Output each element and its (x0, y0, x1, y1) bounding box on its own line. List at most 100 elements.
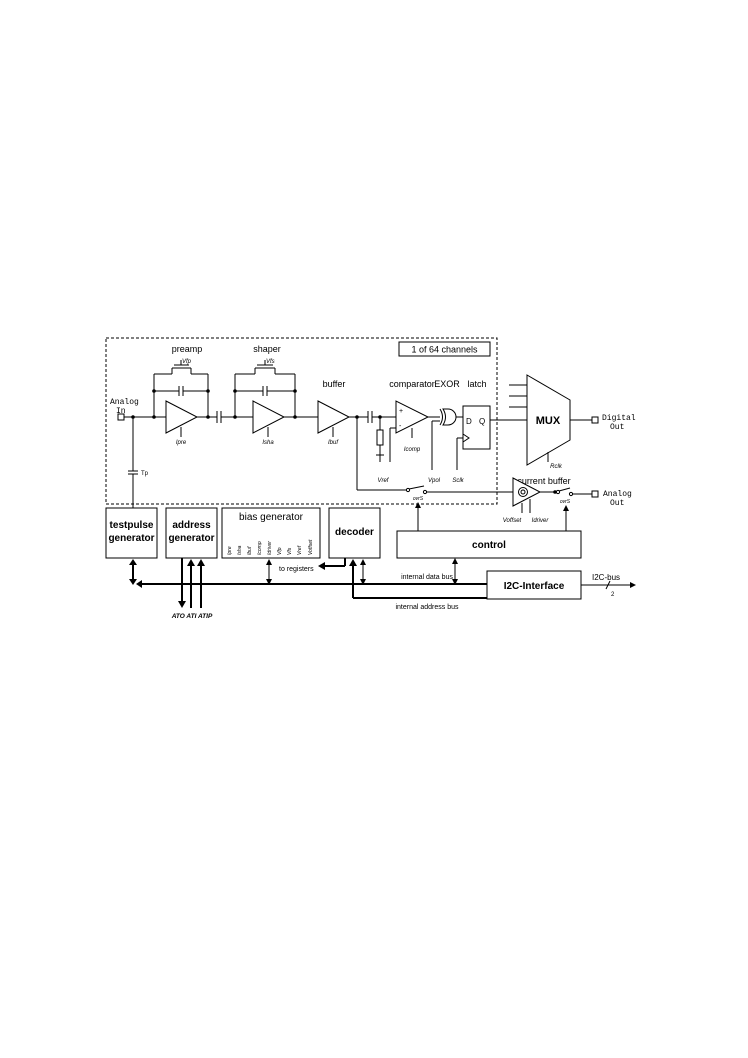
ibuf-label: Ibuf (328, 440, 339, 446)
switch-1-ctrl-arrow (415, 502, 421, 508)
testpulse-label-2: generator (108, 533, 154, 544)
mux-label: MUX (536, 415, 561, 427)
analog-in-label-2: In (116, 407, 126, 416)
analog-in-label-1: Analog (110, 398, 139, 407)
i2c-bus-label: I2C-bus (592, 573, 620, 582)
data-bus-arrow-left (136, 580, 142, 588)
testpulse-bus-arrow-up (129, 559, 137, 565)
vpol-label: Vpol (428, 478, 441, 484)
rclk-label: Rclk (550, 464, 563, 470)
latch-q-pin: Q (479, 417, 485, 426)
control-label: control (472, 540, 506, 551)
comparator-plus: + (399, 408, 403, 415)
i2c-bus-width-slash (605, 580, 611, 590)
analog-out-label-2: Out (610, 499, 624, 508)
testpulse-generator-block (105, 507, 158, 559)
current-buffer-label: current buffer (517, 476, 570, 486)
shaper-label: shaper (253, 344, 281, 354)
channel-boundary (105, 337, 498, 505)
vfs-label: Vfs (266, 359, 275, 365)
tp-label: Tp (141, 471, 149, 477)
analog-out-label-1: Analog (603, 490, 632, 499)
comparator-symbol (395, 400, 430, 434)
vref-resistor (376, 429, 384, 446)
latch-label: latch (467, 379, 486, 389)
digital-out-label-2: Out (610, 423, 624, 432)
buffer-label: buffer (323, 379, 346, 389)
control-data-arrow-down (452, 579, 458, 585)
ipre-label: Ipre (176, 440, 187, 446)
i2c-bus-width: 2 (611, 592, 615, 598)
idriver-label: Idriver (532, 518, 550, 524)
shaper-fb-junction-1 (233, 389, 237, 393)
switch-2-blade (558, 487, 571, 492)
latch-d-pin: D (466, 417, 472, 426)
exor-label: EXOR (434, 379, 460, 389)
decoder-data-arrow-up (360, 559, 366, 565)
i2c-interface-label: I2C-Interface (504, 581, 565, 592)
atip-arrow (197, 559, 205, 566)
decoder-data-arrow-down (360, 579, 366, 585)
to-registers-arrow-up (266, 559, 272, 565)
decoder-block (328, 507, 381, 559)
preamp-fb-junction-2 (206, 389, 210, 393)
control-block (396, 530, 582, 559)
address-label-1: address (172, 520, 211, 531)
shaper-fb-junction-2 (293, 389, 297, 393)
digital-out-terminal (591, 416, 599, 424)
ato-arrow (178, 601, 186, 608)
comparator-minus: - (399, 423, 402, 430)
preamp-fb-junction-1 (152, 389, 156, 393)
current-buffer-source-inner (520, 489, 526, 495)
address-generator-block (165, 507, 218, 559)
bias-out-icomp: Icomp (257, 541, 263, 555)
preamp-symbol (165, 400, 199, 434)
bias-generator-label: bias generator (239, 512, 304, 523)
buffer-symbol (317, 400, 351, 434)
latch-clock-marker (462, 433, 470, 443)
address-bus-label: internal address bus (395, 604, 459, 611)
mux-symbol (526, 374, 571, 466)
digital-out-label-1: Digital (602, 414, 636, 423)
vref-label: Vref (378, 478, 390, 484)
ati-arrow (187, 559, 195, 566)
switch-1-blade (408, 485, 425, 490)
bias-out-vfs: Vfs (287, 547, 293, 555)
icomp-label: Icomp (404, 447, 421, 453)
address-signals-label: ATO ATI ATIP (171, 613, 213, 620)
testpulse-label-1: testpulse (110, 520, 154, 531)
data-bus-label: internal data bus (401, 574, 453, 581)
address-label-2: generator (168, 533, 214, 544)
bias-out-vref: Vref (297, 545, 303, 555)
switch-2-label: ovrS (560, 499, 571, 505)
bias-out-isha: Isha (237, 545, 243, 555)
shaper-symbol (252, 400, 286, 434)
switch-2-pin-a (555, 489, 561, 495)
control-data-arrow-up (452, 558, 458, 564)
bias-out-ibuf: Ibuf (247, 546, 253, 555)
exor-input-arc (439, 408, 443, 426)
bias-out-vfp: Vfp (277, 547, 283, 555)
to-registers-label: to registers (279, 566, 314, 573)
testpulse-bus-arrow-down (129, 579, 137, 585)
voffset-label: Voffset (503, 518, 522, 524)
bias-generator-block (221, 507, 321, 559)
channel-count-label: 1 of 64 channels (411, 345, 478, 355)
current-buffer-source-outer (518, 487, 528, 497)
vfp-label: Vfp (182, 359, 192, 365)
preamp-label: preamp (172, 344, 203, 354)
decoder-address-arrow (349, 559, 357, 566)
channel-count-box (398, 341, 491, 357)
decoder-out-arrow (318, 562, 325, 570)
latch-box (462, 405, 491, 450)
bias-output-labels: Ipre Isha Ibuf Icomp Idriver Vfp Vfs Vre… (227, 539, 314, 555)
switch-1-pin-a (405, 487, 411, 493)
comparator-label: comparator (389, 379, 435, 389)
switch-1-label: ovrS (413, 496, 424, 502)
decoder-label: decoder (335, 527, 374, 538)
exor-symbol (442, 408, 457, 426)
i2c-bus-arrow (630, 582, 636, 588)
analog-in-terminal (117, 413, 125, 421)
sclk-label: Sclk (452, 478, 464, 484)
